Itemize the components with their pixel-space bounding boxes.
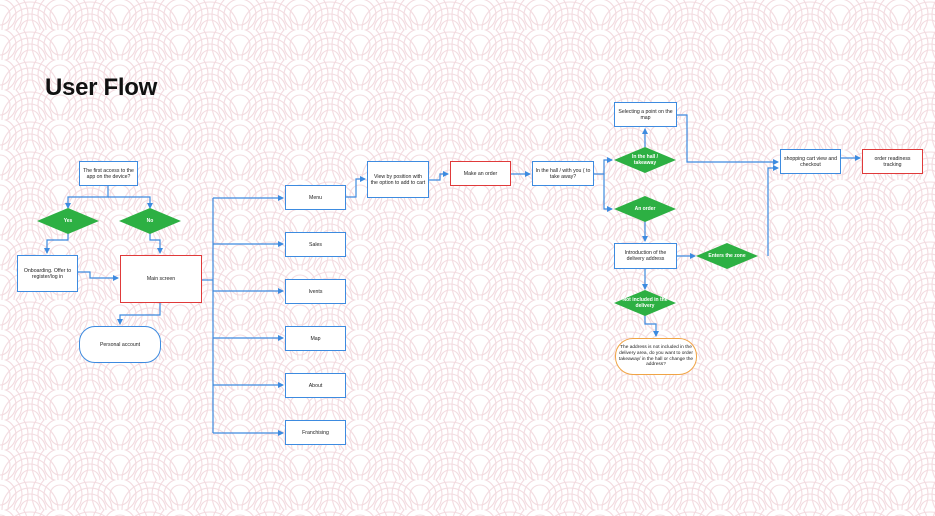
connector bbox=[346, 176, 366, 198]
map-node: Map bbox=[285, 326, 346, 351]
personal-account-node: Personal account bbox=[79, 326, 161, 363]
connector bbox=[644, 315, 659, 337]
connector bbox=[677, 114, 779, 165]
decision-diamond-not-included bbox=[614, 290, 676, 316]
onboarding-node: Onboarding. Offer to register/log in bbox=[17, 255, 78, 292]
shopping-cart-node: shopping cart view and checkout bbox=[780, 149, 841, 174]
order-tracking-node: order readiness tracking bbox=[862, 149, 923, 174]
connector bbox=[44, 233, 69, 254]
connector bbox=[117, 303, 161, 325]
decision-diamond-no bbox=[119, 208, 181, 234]
not-included-label: Not included in the delivery bbox=[622, 297, 668, 309]
page-title: User Flow bbox=[45, 74, 157, 101]
decision-diamond-enters-zone bbox=[696, 243, 758, 269]
first-access-node: The first access to the app on the devic… bbox=[79, 161, 138, 186]
in-hall-takeaway-label: In the hall / takeaway bbox=[631, 154, 659, 166]
connector bbox=[594, 157, 613, 175]
connector bbox=[108, 196, 153, 209]
yes-label: Yes bbox=[63, 218, 73, 224]
main-screen-node: Main screen bbox=[120, 255, 202, 303]
an-order-label: An order bbox=[634, 206, 656, 212]
connector bbox=[65, 186, 109, 209]
connector bbox=[429, 171, 449, 181]
decision-diamond-yes bbox=[37, 208, 99, 234]
no-label: No bbox=[146, 218, 154, 224]
connector bbox=[767, 165, 779, 256]
franchising-node: Franchising bbox=[285, 420, 346, 445]
address-not-included-node: The address is not included in the deliv… bbox=[615, 338, 697, 375]
intro-delivery-node: Introduction of the delivery address bbox=[614, 243, 677, 269]
make-order-node: Make an order bbox=[450, 161, 511, 186]
connector bbox=[78, 271, 119, 281]
sales-node: Sales bbox=[285, 232, 346, 257]
decision-diamond-an-order bbox=[614, 196, 676, 222]
decision-diamond-in-hall bbox=[614, 147, 676, 173]
ivents-node: Ivents bbox=[285, 279, 346, 304]
connector bbox=[603, 174, 613, 212]
menu-node: Menu bbox=[285, 185, 346, 210]
connector bbox=[149, 233, 163, 254]
enters-zone-label: Enters the zone bbox=[708, 253, 746, 259]
selecting-point-node: Selecting a point on the map bbox=[614, 102, 677, 127]
hall-or-takeaway-node: In the hall / with you ( to take away? bbox=[532, 161, 594, 186]
view-position-node: View by position with the option to add … bbox=[367, 161, 429, 198]
about-node: About bbox=[285, 373, 346, 398]
